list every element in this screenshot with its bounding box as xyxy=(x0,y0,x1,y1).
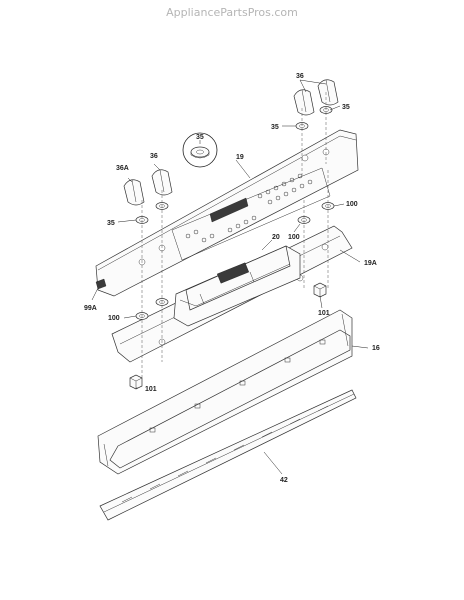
callout-100-right: 100 xyxy=(346,201,358,208)
callout-36: 36 xyxy=(150,153,158,160)
part-35-detail-view[interactable] xyxy=(182,132,218,168)
callout-99A: 99A xyxy=(84,305,97,312)
callout-36A: 36A xyxy=(116,165,129,172)
watermark-text: AppliancePartsPros.com xyxy=(166,6,298,19)
leader-lines xyxy=(91,79,369,475)
part-42-trim-strip[interactable] xyxy=(99,389,357,521)
callout-35-right: 35 xyxy=(342,104,350,111)
alignment-lines xyxy=(141,92,329,380)
callout-101-left: 101 xyxy=(145,386,157,393)
part-101-nut-left[interactable] xyxy=(129,374,143,390)
callout-20: 20 xyxy=(272,234,280,241)
callout-35-left: 35 xyxy=(107,220,115,227)
callout-100-left: 100 xyxy=(108,315,120,322)
callout-35-detail: 35 xyxy=(196,134,204,141)
part-16-rear-frame[interactable] xyxy=(97,309,353,475)
callout-35-top-left: 35 xyxy=(271,124,279,131)
part-36-knob-left[interactable] xyxy=(151,169,173,196)
callout-42: 42 xyxy=(280,477,288,484)
callout-19: 19 xyxy=(236,154,244,161)
callout-16: 16 xyxy=(372,345,380,352)
part-101-nut-right[interactable] xyxy=(313,282,327,298)
part-19-control-panel[interactable] xyxy=(95,129,359,297)
callout-36-top: 36 xyxy=(296,73,304,80)
callout-100-mid: 100 xyxy=(288,234,300,241)
callout-101-right: 101 xyxy=(318,310,330,317)
part-20-control-board[interactable] xyxy=(173,245,301,327)
part-99A-clip[interactable] xyxy=(95,278,107,290)
part-36A-knob[interactable] xyxy=(123,179,145,206)
part-36-knob-right-b[interactable] xyxy=(317,79,339,106)
part-36-knob-right-a[interactable] xyxy=(293,89,315,116)
callout-19A: 19A xyxy=(364,260,377,267)
